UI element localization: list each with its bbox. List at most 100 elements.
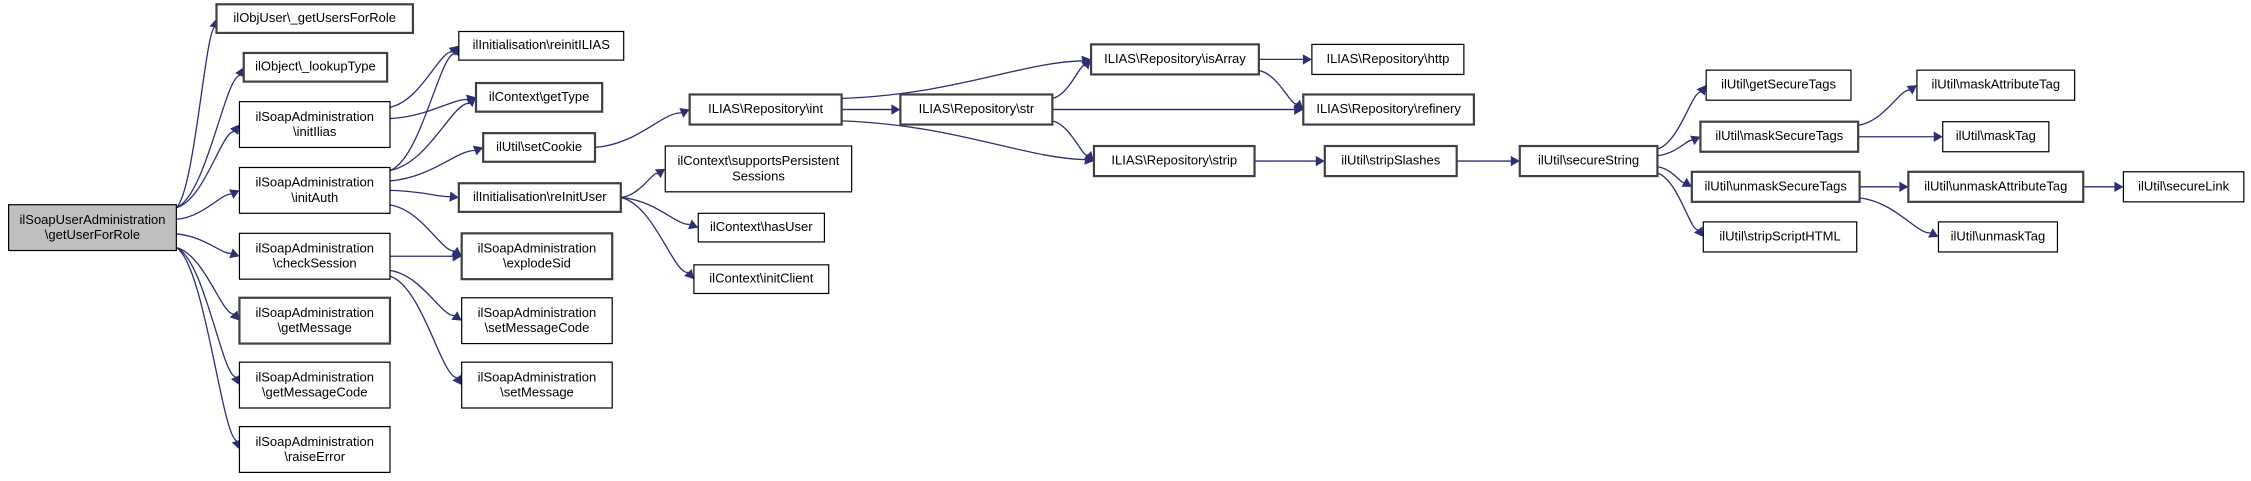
graph-node-unmaskTag[interactable]: ilUtil\unmaskTag bbox=[1937, 221, 2059, 253]
graph-node-root[interactable]: ilSoapUserAdministration\getUserForRole bbox=[8, 204, 177, 252]
edge-layer bbox=[175, 18, 2124, 450]
graph-node-getSecureTags[interactable]: ilUtil\getSecureTags bbox=[1705, 69, 1852, 101]
graph-node-label-2: \setMessage bbox=[500, 385, 574, 400]
graph-node-repoIsArray[interactable]: ILIAS\Repository\isArray bbox=[1089, 43, 1260, 76]
graph-node-repoRefinery[interactable]: ILIAS\Repository\refinery bbox=[1302, 93, 1476, 126]
graph-node-getUsersForRole[interactable]: ilObjUser\_getUsersForRole bbox=[215, 3, 415, 35]
graph-node-label: ilUtil\stripSlashes bbox=[1341, 152, 1440, 167]
graph-node-label: ilSoapAdministration bbox=[255, 175, 374, 190]
graph-edge-arrowhead bbox=[1083, 151, 1094, 162]
graph-node-label: ilUtil\secureString bbox=[1538, 152, 1639, 167]
graph-edge-arrowhead bbox=[1690, 135, 1701, 146]
graph-node-label: ILIAS\Repository\int bbox=[708, 101, 823, 116]
graph-edge-root-to-getMessage bbox=[176, 246, 234, 315]
graph-node-repoStr[interactable]: ILIAS\Repository\str bbox=[899, 93, 1054, 126]
graph-node-reInitUser[interactable]: ilInitialisation\reInitUser bbox=[457, 182, 622, 213]
graph-edge-arrowhead bbox=[449, 45, 460, 57]
graph-edge-arrowhead bbox=[679, 108, 690, 118]
graph-edge-arrowhead bbox=[1933, 131, 1943, 142]
graph-node-initClient[interactable]: ilContext\initClient bbox=[693, 264, 830, 295]
graph-node-stripScriptHTML[interactable]: ilUtil\stripScriptHTML bbox=[1702, 221, 1858, 253]
graph-node-maskSecureTags[interactable]: ilUtil\maskSecureTags bbox=[1699, 120, 1860, 153]
graph-edge-repoInt-to-repoIsArray bbox=[841, 60, 1083, 100]
graph-edge-secureString-to-maskSecureTags bbox=[1657, 139, 1693, 157]
graph-node-getMessageCode[interactable]: ilSoapAdministration\getMessageCode bbox=[238, 361, 391, 409]
graph-node-reinitILIAS[interactable]: ilInitialisation\reinitILIAS bbox=[458, 30, 625, 61]
graph-edge-arrowhead bbox=[230, 374, 241, 386]
graph-node-label: ILIAS\Repository\http bbox=[1326, 51, 1449, 66]
graph-node-initIlias[interactable]: ilSoapAdministration\initIlias bbox=[238, 101, 391, 149]
graph-node-setMessage[interactable]: ilSoapAdministration\setMessage bbox=[461, 361, 613, 409]
graph-edge-repoStr-to-repoStrip bbox=[1052, 120, 1089, 156]
graph-node-label: ilContext\getType bbox=[489, 89, 589, 104]
graph-edge-arrowhead bbox=[1906, 85, 1917, 95]
graph-node-label-2: \getUserForRole bbox=[45, 227, 140, 242]
graph-node-repoInt[interactable]: ILIAS\Repository\int bbox=[688, 93, 843, 126]
graph-edge-arrowhead bbox=[1081, 59, 1092, 70]
graph-node-label: ilContext\hasUser bbox=[710, 219, 813, 234]
graph-node-stripSlashes[interactable]: ilUtil\stripSlashes bbox=[1323, 144, 1458, 178]
graph-edge-reInitUser-to-supportsPersistentSessions bbox=[620, 173, 659, 199]
graph-edge-arrowhead bbox=[229, 124, 240, 135]
graph-edge-arrowhead bbox=[1928, 228, 1939, 238]
graph-node-unmaskAttributeTag[interactable]: ilUtil\unmaskAttributeTag bbox=[1907, 170, 2085, 203]
graph-node-label-2: \checkSession bbox=[273, 256, 357, 271]
graph-edge-initAuth-to-reinitILIAS bbox=[389, 53, 455, 172]
graph-edge-arrowhead bbox=[229, 248, 240, 259]
graph-node-getType[interactable]: ilContext\getType bbox=[474, 81, 604, 113]
graph-edge-initAuth-to-setCookie bbox=[389, 149, 475, 182]
graph-edge-root-to-initAuth bbox=[176, 193, 232, 221]
graph-node-label: ilSoapAdministration bbox=[478, 305, 597, 320]
graph-node-lookupType[interactable]: ilObject\_lookupType bbox=[242, 51, 389, 83]
graph-edge-secureString-to-getSecureTags bbox=[1657, 91, 1701, 150]
graph-node-repoHttp[interactable]: ILIAS\Repository\http bbox=[1311, 43, 1465, 76]
graph-edge-arrowhead bbox=[449, 191, 459, 202]
graph-node-initAuth[interactable]: ilSoapAdministration\initAuth bbox=[238, 166, 391, 214]
graph-node-label: ilUtil\unmaskAttributeTag bbox=[1924, 178, 2067, 193]
graph-node-checkSession[interactable]: ilSoapAdministration\checkSession bbox=[238, 232, 391, 280]
graph-node-raiseError[interactable]: ilSoapAdministration\raiseError bbox=[238, 426, 391, 474]
graph-edge-checkSession-to-setMessage bbox=[389, 275, 457, 379]
graph-node-explodeSid[interactable]: ilSoapAdministration\explodeSid bbox=[460, 232, 614, 281]
graph-node-label: ilSoapAdministration bbox=[255, 434, 374, 449]
graph-node-label: ilUtil\maskAttributeTag bbox=[1931, 77, 2060, 92]
graph-edge-initIlias-to-getType bbox=[389, 98, 468, 120]
graph-edge-root-to-raiseError bbox=[175, 246, 238, 442]
graph-node-repoStrip[interactable]: ILIAS\Repository\strip bbox=[1092, 144, 1256, 178]
graph-edge-repoInt-to-repoStrip bbox=[841, 120, 1086, 161]
graph-node-label: ilObjUser\_getUsersForRole bbox=[233, 10, 396, 25]
graph-node-maskTag[interactable]: ilUtil\maskTag bbox=[1942, 121, 2050, 153]
graph-node-maskAttributeTag[interactable]: ilUtil\maskAttributeTag bbox=[1916, 69, 2076, 101]
graph-edge-arrowhead bbox=[654, 168, 666, 179]
graph-edge-root-to-getMessageCode bbox=[176, 246, 237, 378]
graph-edge-arrowhead bbox=[472, 145, 484, 156]
graph-node-setCookie[interactable]: ilUtil\setCookie bbox=[482, 132, 597, 163]
graph-node-label-2: \initAuth bbox=[291, 190, 338, 205]
graph-node-label: ilContext\initClient bbox=[709, 271, 813, 286]
graph-node-hasUser[interactable]: ilContext\hasUser bbox=[697, 212, 826, 243]
graph-edge-arrowhead bbox=[1510, 155, 1520, 167]
graph-node-getMessage[interactable]: ilSoapAdministration\getMessage bbox=[238, 296, 392, 345]
graph-edge-arrowhead bbox=[465, 97, 477, 108]
graph-node-unmaskSecureTags[interactable]: ilUtil\unmaskSecureTags bbox=[1690, 170, 1861, 203]
graph-node-label: ilSoapAdministration bbox=[255, 369, 374, 384]
graph-edge-arrowhead bbox=[235, 67, 245, 78]
graph-edge-arrowhead bbox=[1899, 181, 1909, 193]
graph-node-label: ilSoapUserAdministration bbox=[20, 212, 166, 227]
graph-node-secureString[interactable]: ilUtil\secureString bbox=[1518, 144, 1659, 178]
graph-node-label: ilSoapAdministration bbox=[255, 305, 374, 320]
graph-edge-arrowhead bbox=[451, 311, 462, 321]
graph-edge-root-to-initIlias bbox=[176, 131, 235, 209]
graph-node-label: ilUtil\getSecureTags bbox=[1721, 77, 1836, 92]
graph-edge-arrowhead bbox=[2114, 181, 2124, 193]
graph-edge-initAuth-to-getType bbox=[389, 102, 470, 172]
graph-node-label: ilSoapAdministration bbox=[478, 369, 597, 384]
graph-node-secureLink[interactable]: ilUtil\secureLink bbox=[2122, 171, 2245, 203]
graph-node-label: ILIAS\Repository\strip bbox=[1111, 152, 1237, 167]
graph-node-label: ILIAS\Repository\isArray bbox=[1104, 51, 1246, 66]
graph-edge-arrowhead bbox=[229, 189, 240, 199]
graph-node-setMessageCode[interactable]: ilSoapAdministration\setMessageCode bbox=[461, 297, 613, 345]
graph-node-label: ilInitialisation\reInitUser bbox=[473, 189, 607, 204]
